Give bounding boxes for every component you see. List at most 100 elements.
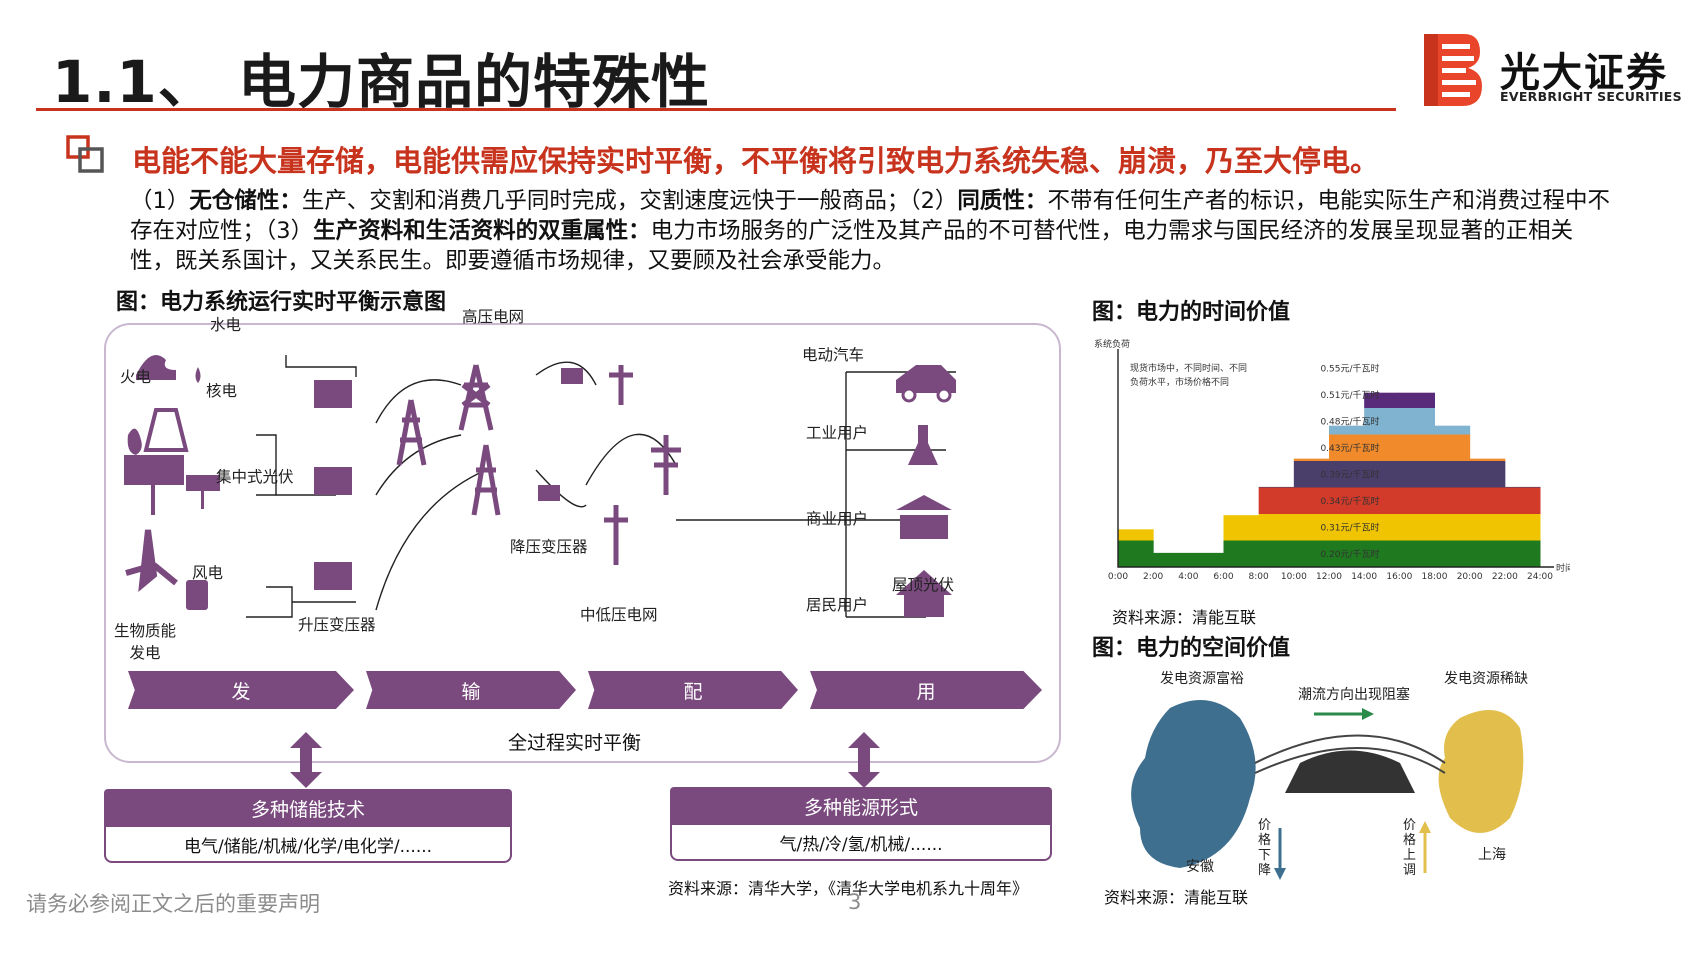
figure-caption-time-value: 图：电力的时间价值: [1092, 300, 1291, 325]
x-tick-label: 6:00: [1213, 572, 1233, 582]
hydro-icon: [136, 355, 176, 380]
house-icon: [896, 570, 952, 617]
price-band-segment: [1293, 458, 1330, 461]
price-band-label: 0.34元/千瓦时: [1320, 495, 1379, 507]
x-tick-label: 18:00: [1422, 572, 1448, 582]
storage-box-body: 电气/储能/机械/化学/电化学/......: [104, 827, 512, 863]
chart-axis: [1117, 349, 1554, 568]
electric-car-icon: [896, 365, 956, 393]
power-balance-diagram: 水电 火电 核电 集中式光伏 风电 生物质能 发电 升压变压器 高压电网 降压变…: [104, 308, 1061, 763]
label-mv-lv-grid: 中低压电网: [580, 606, 658, 624]
price-band-segment: [1364, 392, 1400, 408]
nuclear-icon: [143, 408, 189, 452]
label-price-up: 价格上调: [1403, 818, 1417, 878]
label-anhui: 安徽: [1186, 859, 1214, 875]
page-number: 3: [848, 890, 862, 914]
page-title: 1.1、 电力商品的特殊性: [52, 48, 710, 116]
energy-box-body: 气/热/冷/氢/机械/......: [670, 825, 1052, 861]
label-step-down: 降压变压器: [510, 538, 588, 556]
stage-distribution: 配: [588, 671, 798, 709]
price-band-segment: [1399, 461, 1435, 488]
label-price-down: 价格下降: [1258, 818, 1272, 878]
wind-turbine-icon: [125, 529, 178, 593]
time-value-chart: 0.20元/千瓦时 0.31元/千瓦时 0.34元/千瓦时 0.39元/千瓦时 0.43…: [1094, 338, 1570, 582]
price-band-label: 0.43元/千瓦时: [1320, 442, 1379, 454]
price-band-segment: [1469, 458, 1506, 461]
stage-consumption: 用: [810, 671, 1042, 709]
flask-icon: [908, 425, 938, 465]
price-band-segment: [1188, 552, 1224, 567]
price-band-segment: [1293, 461, 1330, 488]
x-tick-label: 12:00: [1316, 572, 1342, 582]
price-band-segment: [1434, 461, 1471, 488]
storage-box-title: 多种储能技术: [104, 789, 512, 827]
logo-name-en: EVERBRIGHT SECURITIES: [1500, 89, 1682, 104]
x-tick-label: 22:00: [1492, 572, 1518, 582]
price-band-segment: [1293, 487, 1330, 514]
price-band-label: 0.20元/千瓦时: [1320, 548, 1379, 560]
label-shanghai: 上海: [1478, 847, 1506, 863]
figure-caption-space-value: 图：电力的空间价值: [1092, 636, 1291, 661]
label-step-up: 升压变压器: [298, 616, 376, 634]
label-nuclear: 核电: [206, 382, 238, 400]
price-band-label: 0.31元/千瓦时: [1320, 521, 1379, 533]
label-rooftop-pv: 屋顶光伏: [892, 576, 955, 594]
logo-name-cn: 光大证券: [1500, 50, 1668, 96]
price-band-segment: [1434, 434, 1471, 461]
time-value-source: 资料来源：清能互联: [1112, 608, 1257, 627]
price-band-segment: [1258, 486, 1295, 488]
price-band-segment: [1469, 461, 1506, 488]
price-band-segment: [1364, 461, 1400, 488]
price-band-segment: [1329, 514, 1365, 541]
transmission-tower-icon: [458, 364, 494, 431]
x-axis-label: 时间: [1556, 562, 1570, 574]
price-band-segment: [1329, 434, 1365, 461]
price-band-segment: [1434, 514, 1471, 541]
price-band-segment: [1504, 514, 1541, 541]
transformer-icon: [314, 380, 352, 408]
space-value-source: 资料来源：清能互联: [1104, 888, 1249, 907]
price-band-segment: [1118, 529, 1154, 541]
label-hv-grid: 高压电网: [462, 308, 525, 326]
flame-icon: [127, 428, 142, 455]
label-congestion: 潮流方向出现阻塞: [1298, 687, 1410, 703]
chart-annotation-line2: 负荷水平，市场价格不同: [1130, 376, 1229, 388]
price-band-segment: [1329, 461, 1365, 488]
price-band-segment: [1258, 487, 1295, 514]
price-band-segment: [1504, 540, 1541, 567]
price-band-segment: [1399, 487, 1435, 514]
body-paragraph: （1）无仓储性：生产、交割和消费几乎同时完成，交割速度远快于一般商品；（2）同质…: [130, 188, 1610, 274]
price-band-segment: [1434, 425, 1471, 435]
price-band-segment: [1469, 514, 1506, 541]
bank-building-icon: [896, 495, 952, 539]
label-ev: 电动汽车: [802, 346, 865, 364]
price-band-label: 0.39元/千瓦时: [1320, 468, 1379, 480]
solar-panel-icon: [124, 455, 184, 485]
transmission-bridge-icon: [1285, 750, 1415, 793]
stage-transmission: 输: [366, 671, 576, 709]
price-band-label: 0.51元/千瓦时: [1320, 389, 1379, 401]
x-tick-label: 4:00: [1178, 572, 1198, 582]
price-band-segment: [1504, 486, 1541, 488]
label-industrial: 工业用户: [806, 424, 869, 442]
label-wind: 风电: [192, 564, 224, 582]
space-value-map: 发电资源富裕 潮流方向出现阻塞 发电资源稀缺 安徽 上海 价格下降 价格上调: [1100, 668, 1570, 898]
label-biomass: 生物质能 发电: [113, 622, 176, 662]
price-band-segment: [1293, 540, 1330, 567]
price-band-segment: [1364, 408, 1400, 435]
stage-generation: 发: [128, 671, 354, 709]
price-band-segment: [1223, 515, 1260, 541]
left-figure-source: 资料来源：清华大学，《清华大学电机系九十周年》: [668, 879, 1029, 898]
price-band-segment: [1258, 514, 1295, 541]
price-band-segment: [1329, 487, 1365, 514]
balance-label: 全过程实时平衡: [508, 732, 642, 754]
label-commercial: 商业用户: [806, 510, 869, 528]
price-band-segment: [1329, 540, 1365, 567]
disclaimer: 请务必参阅正文之后的重要声明: [26, 892, 320, 916]
double-arrow-icon: [290, 732, 322, 788]
price-band-segment: [1469, 540, 1506, 567]
x-tick-label: 0:00: [1108, 572, 1128, 582]
biomass-icon: [186, 580, 208, 610]
price-band-segment: [1118, 540, 1154, 567]
price-band-segment: [1434, 540, 1471, 567]
